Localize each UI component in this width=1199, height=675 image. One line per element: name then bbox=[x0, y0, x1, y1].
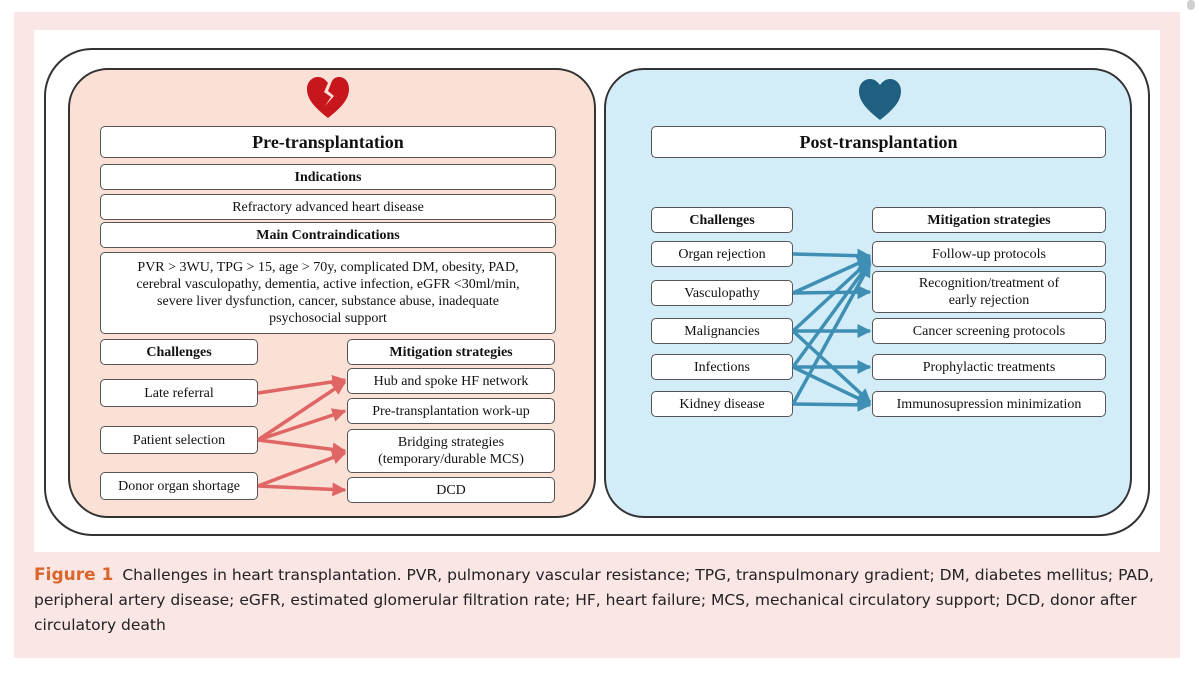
post-title-box: Post-transplantation bbox=[651, 126, 1106, 158]
challenge-label: Malignancies bbox=[684, 323, 760, 339]
pre-mitigation-heading-box: Mitigation strategies bbox=[347, 339, 555, 365]
pre-challenges-heading: Challenges bbox=[146, 344, 212, 360]
indications-heading: Indications bbox=[294, 169, 362, 185]
pre-strategy-hub-spoke: Hub and spoke HF network bbox=[347, 368, 555, 394]
strategy-label: Pre-transplantation work-up bbox=[372, 403, 530, 419]
indications-text-box: Refractory advanced heart disease bbox=[100, 194, 556, 220]
strategy-label: Cancer screening protocols bbox=[912, 323, 1066, 339]
pre-strategy-bridging: Bridging strategies (temporary/durable M… bbox=[347, 429, 555, 473]
contraindications-heading: Main Contraindications bbox=[256, 227, 400, 243]
contraindications-heading-box: Main Contraindications bbox=[100, 222, 556, 248]
strategy-label: Follow-up protocols bbox=[932, 246, 1046, 262]
pre-challenge-donor-organ-shortage: Donor organ shortage bbox=[100, 472, 258, 500]
post-challenges-heading-box: Challenges bbox=[651, 207, 793, 233]
pre-title: Pre-transplantation bbox=[252, 131, 404, 152]
post-challenges-heading: Challenges bbox=[689, 212, 755, 228]
contraindications-text-box: PVR > 3WU, TPG > 15, age > 70y, complica… bbox=[100, 252, 556, 334]
challenge-label: Late referral bbox=[144, 385, 214, 401]
pre-title-box: Pre-transplantation bbox=[100, 126, 556, 158]
post-mitigation-heading: Mitigation strategies bbox=[927, 212, 1051, 228]
post-challenge-organ-rejection: Organ rejection bbox=[651, 241, 793, 267]
figure-label: Figure 1 bbox=[34, 565, 114, 585]
post-strategy-cancer-screening: Cancer screening protocols bbox=[872, 318, 1106, 344]
strategy-label: Recognition/treatment of bbox=[918, 276, 1060, 291]
scrollbar-thumb[interactable] bbox=[1187, 0, 1195, 10]
contraindications-line: PVR > 3WU, TPG > 15, age > 70y, complica… bbox=[137, 260, 519, 275]
contraindications-line: psychosocial support bbox=[269, 311, 387, 326]
caption-text: Challenges in heart transplantation. PVR… bbox=[34, 566, 1154, 634]
broken-heart-icon bbox=[307, 77, 349, 118]
pre-mitigation-heading: Mitigation strategies bbox=[389, 344, 513, 360]
post-challenge-vasculopathy: Vasculopathy bbox=[651, 280, 793, 306]
post-challenge-infections: Infections bbox=[651, 354, 793, 380]
challenge-label: Infections bbox=[694, 359, 750, 375]
challenge-label: Patient selection bbox=[132, 432, 226, 448]
post-title: Post-transplantation bbox=[799, 131, 958, 152]
strategy-label: Immunosupression minimization bbox=[896, 396, 1082, 412]
challenge-label: Organ rejection bbox=[678, 246, 766, 262]
strategy-label: Hub and spoke HF network bbox=[373, 373, 529, 389]
heart-icon bbox=[859, 79, 901, 120]
pre-challenges-heading-box: Challenges bbox=[100, 339, 258, 365]
pre-challenge-late-referral: Late referral bbox=[100, 379, 258, 407]
strategy-label: early rejection bbox=[948, 293, 1030, 308]
post-challenge-kidney-disease: Kidney disease bbox=[651, 391, 793, 417]
post-strategy-follow-up: Follow-up protocols bbox=[872, 241, 1106, 267]
figure-caption: Figure 1 Challenges in heart transplanta… bbox=[34, 563, 1162, 638]
strategy-label: (temporary/durable MCS) bbox=[378, 452, 524, 467]
pre-strategy-dcd: DCD bbox=[347, 477, 555, 503]
strategy-label: Prophylactic treatments bbox=[922, 359, 1056, 375]
strategy-label: Bridging strategies bbox=[397, 435, 505, 450]
post-strategy-rejection-treatment: Recognition/treatment of early rejection bbox=[872, 271, 1106, 313]
pre-challenge-patient-selection: Patient selection bbox=[100, 426, 258, 454]
challenge-label: Kidney disease bbox=[679, 396, 765, 412]
post-strategy-immunosuppression: Immunosupression minimization bbox=[872, 391, 1106, 417]
contraindications-line: cerebral vasculopathy, dementia, active … bbox=[136, 277, 520, 292]
challenge-label: Donor organ shortage bbox=[118, 478, 240, 494]
post-mitigation-heading-box: Mitigation strategies bbox=[872, 207, 1106, 233]
post-challenge-malignancies: Malignancies bbox=[651, 318, 793, 344]
contraindications-line: severe liver dysfunction, cancer, substa… bbox=[157, 294, 499, 309]
post-strategy-prophylactic: Prophylactic treatments bbox=[872, 354, 1106, 380]
indications-heading-box: Indications bbox=[100, 164, 556, 190]
strategy-label: DCD bbox=[436, 482, 466, 498]
pre-strategy-work-up: Pre-transplantation work-up bbox=[347, 398, 555, 424]
indications-text: Refractory advanced heart disease bbox=[232, 199, 424, 215]
challenge-label: Vasculopathy bbox=[684, 285, 760, 301]
